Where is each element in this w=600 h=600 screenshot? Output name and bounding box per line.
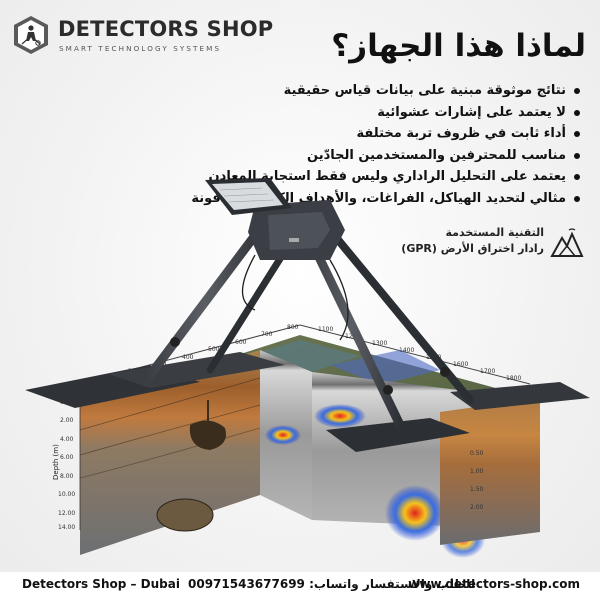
ruler-tick: 600	[235, 339, 247, 346]
technology-block: التقنية المستخدمة رادار اختراق الأرض (GP…	[374, 226, 584, 266]
depth-tick-right: 1.00	[470, 468, 484, 475]
depth-tick-right: 1.50	[470, 486, 484, 493]
feature-item: نتائج موثوقة مبنية على بيانات قياس حقيقي…	[252, 80, 582, 102]
feature-item: يعتمد على التحليل الراداري وليس فقط استج…	[209, 166, 582, 188]
ruler-tick: 500	[208, 346, 220, 353]
feature-item: مناسب للمحترفين والمستخدمين الجادّين	[252, 145, 582, 167]
depth-tick: 14.00	[58, 524, 75, 531]
buried-object	[156, 498, 214, 532]
ruler-tick: 1400	[399, 347, 414, 354]
depth-tick: 4.00	[60, 436, 74, 443]
brand-tagline: SMART TECHNOLOGY SYSTEMS	[59, 44, 222, 53]
feature-item: أداء ثابت في ظروف تربة مختلفة	[252, 123, 582, 145]
gpr-illustration: 100 200 300 400 500 600 700 800 1100 120…	[25, 178, 590, 558]
depth-tick: 12.00	[58, 510, 75, 517]
surface-scan-patch	[330, 350, 440, 385]
buried-void	[189, 420, 226, 450]
antenna-plate-right	[450, 382, 590, 410]
depth-tick: 2.00	[60, 417, 74, 424]
ruler-tick: 1600	[453, 361, 468, 368]
radar-anomaly	[314, 404, 366, 428]
brand-name: DETECTORS SHOP	[58, 17, 274, 41]
ruler-tick: 800	[287, 324, 299, 331]
brand-logo	[14, 16, 48, 54]
soil-block-left	[80, 350, 260, 555]
mountain-radar-icon	[550, 228, 584, 257]
device-screen	[212, 182, 283, 210]
depth-tick-right: 2.00	[470, 504, 484, 511]
ruler-tick: 1300	[372, 340, 387, 347]
footer-location: Detectors Shop – Dubai	[22, 577, 180, 591]
depth-tick: 10.00	[58, 491, 75, 498]
technology-value: رادار اختراق الأرض (GPR)	[401, 242, 544, 255]
technology-title: التقنية المستخدمة	[445, 226, 544, 239]
headline: لماذا هذا الجهاز؟	[331, 28, 586, 64]
ruler-tick: 1800	[506, 375, 521, 382]
radar-anomaly	[385, 485, 445, 541]
radar-anomaly	[265, 425, 301, 445]
depth-tick-right: 0.50	[470, 450, 484, 457]
footer-contact[interactable]: للطلب والاستفسار واتساب: 00971543677699	[188, 577, 476, 591]
feature-item: لا يعتمد على إشارات عشوائية	[252, 102, 582, 124]
ruler-tick: 400	[182, 354, 194, 361]
footer: Detectors Shop – Dubai للطلب والاستفسار …	[0, 572, 600, 600]
ruler-tick: 1100	[318, 326, 333, 333]
soil-block-right	[440, 398, 540, 545]
depth-tick: 6.00	[60, 454, 74, 461]
brand-header: DETECTORS SHOP SMART TECHNOLOGY SYSTEMS	[10, 14, 273, 60]
device-leg	[140, 217, 270, 387]
right-ruler	[299, 324, 531, 385]
ruler-tick: 700	[261, 331, 273, 338]
footer-website-link[interactable]: www.detectors-shop.com	[408, 577, 580, 591]
depth-axis-title: Depth (m)	[52, 444, 60, 480]
feature-list: نتائج موثوقة مبنية على بيانات قياس حقيقي…	[191, 80, 582, 209]
surface-water	[250, 340, 360, 372]
antenna-plate-front	[326, 418, 470, 452]
depth-tick: 8.00	[60, 473, 74, 480]
ruler-tick: 1700	[480, 368, 495, 375]
